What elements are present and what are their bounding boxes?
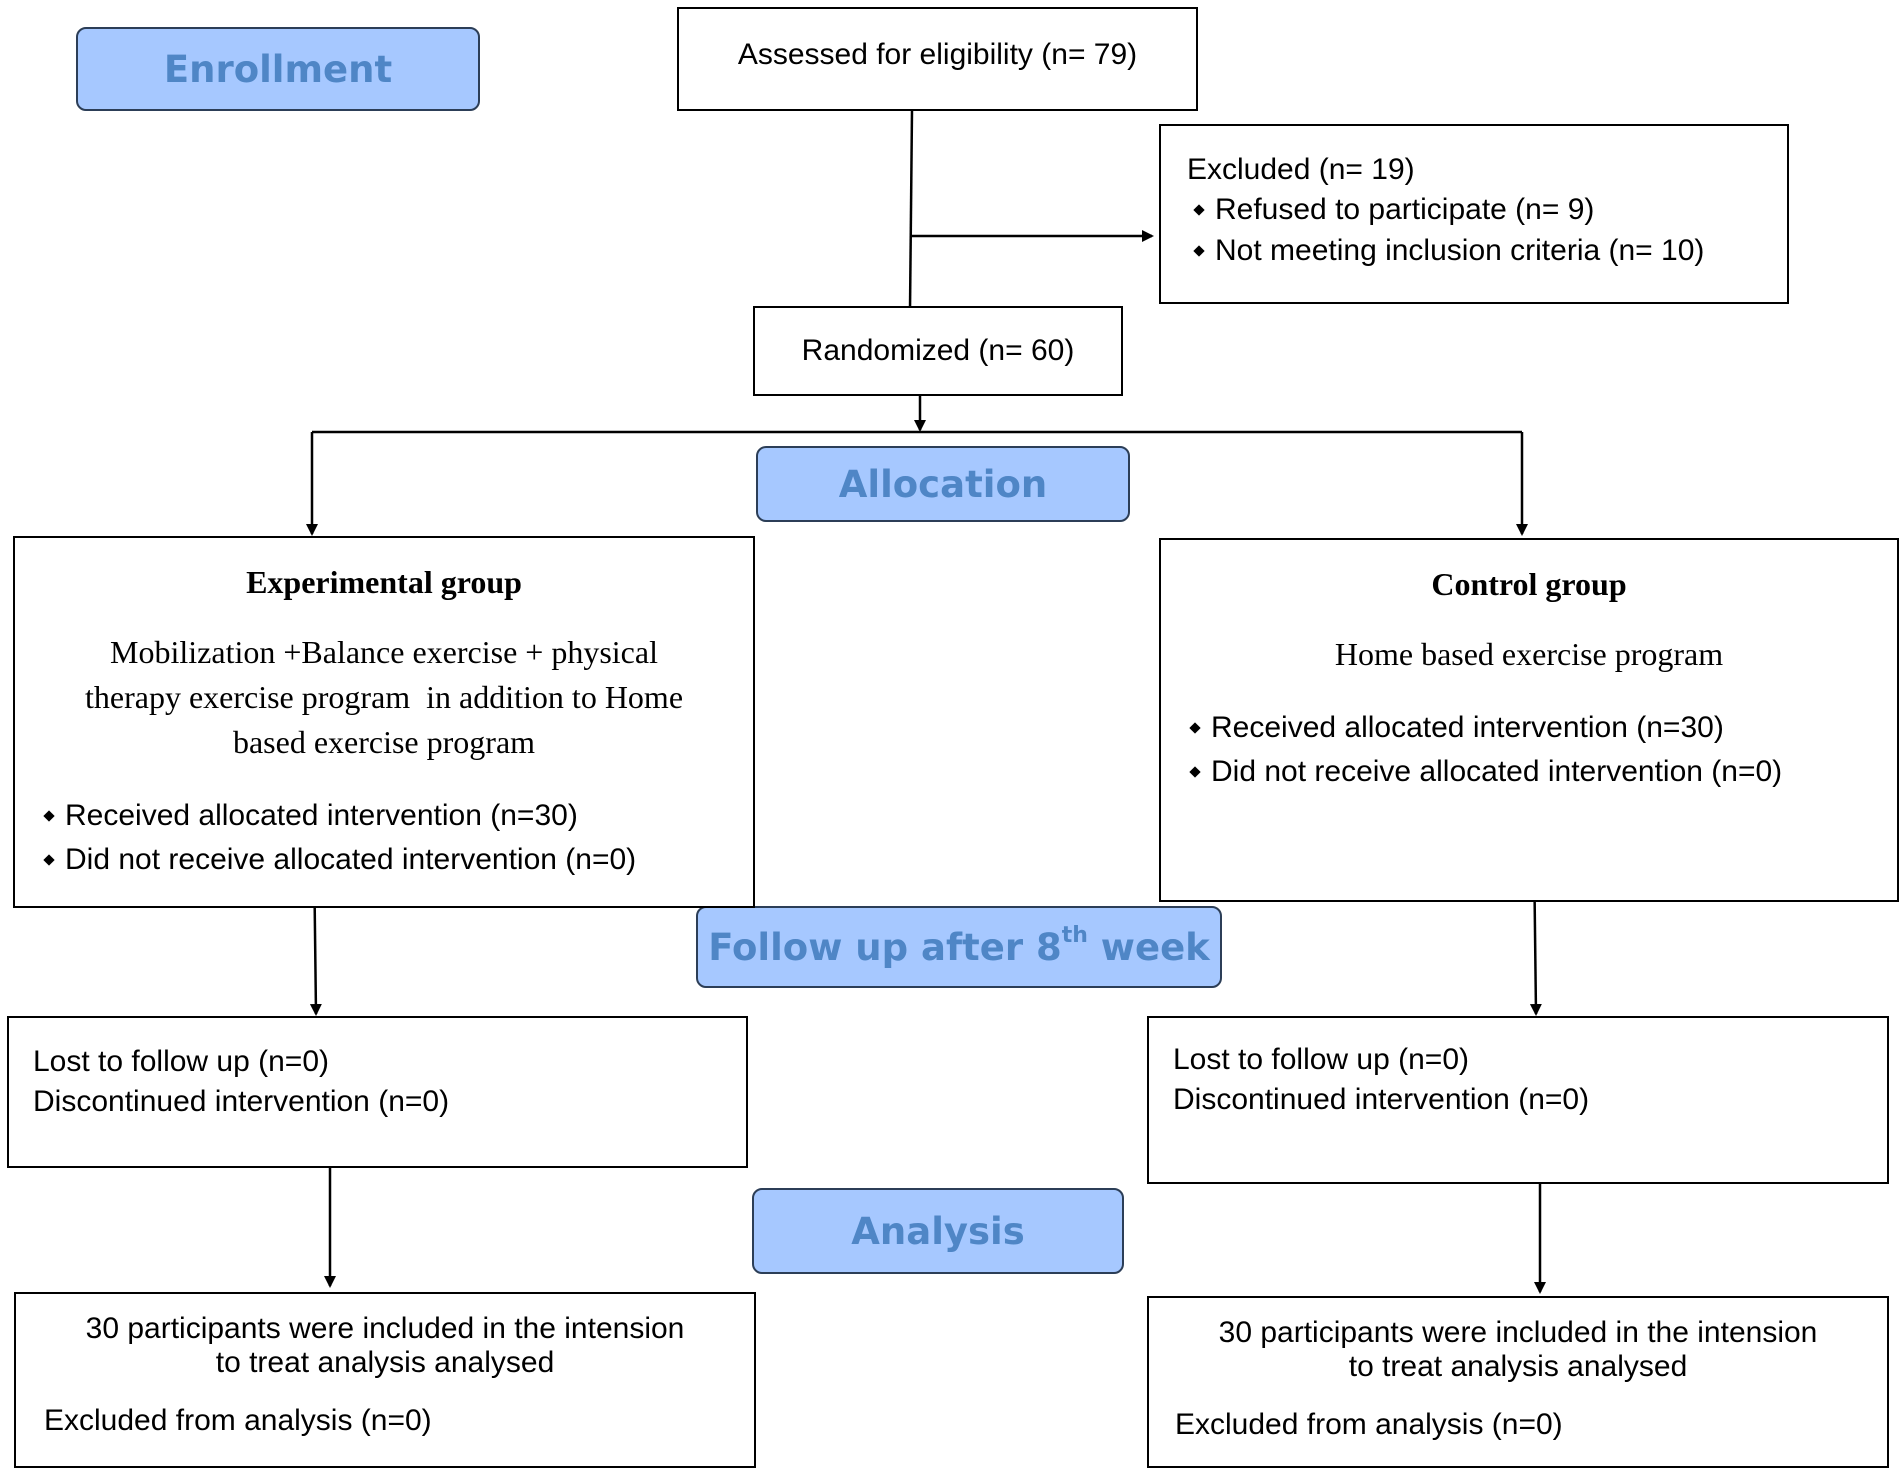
experimental-item: Received allocated intervention (n=30) [43, 798, 578, 834]
stage-followup-main: Follow up after 8 [708, 925, 1062, 969]
followup-left-box: Lost to follow up (n=0) Discontinued int… [7, 1016, 748, 1168]
excluded-box: Excluded (n= 19) Refused to participate … [1159, 124, 1789, 304]
stage-analysis-label: Analysis [851, 1209, 1025, 1253]
followup-right-lost: Lost to follow up (n=0) [1173, 1043, 1470, 1076]
control-item-text: Did not receive allocated intervention (… [1211, 755, 1783, 788]
experimental-title: Experimental group [246, 564, 522, 600]
bullet-icon [1189, 766, 1201, 778]
control-title: Control group [1431, 566, 1627, 602]
control-item: Received allocated intervention (n=30) [1189, 710, 1724, 746]
experimental-item: Did not receive allocated intervention (… [43, 842, 637, 878]
excluded-title: Excluded (n= 19) [1187, 153, 1415, 186]
excluded-item: Not meeting inclusion criteria (n= 10) [1193, 233, 1705, 269]
experimental-item-text: Received allocated intervention (n=30) [65, 799, 578, 832]
analysis-right-line1: 30 participants were included in the int… [1218, 1316, 1818, 1349]
control-item-text: Received allocated intervention (n=30) [1211, 711, 1724, 744]
bullet-icon [43, 810, 55, 822]
followup-right-box: Lost to follow up (n=0) Discontinued int… [1147, 1016, 1889, 1184]
stage-analysis: Analysis [752, 1188, 1124, 1274]
stage-enrollment-label: Enrollment [163, 47, 393, 91]
randomized-box: Randomized (n= 60) [753, 306, 1123, 396]
analysis-left-line2: to treat analysis analysed [215, 1346, 555, 1379]
assessed-text: Assessed for eligibility (n= 79) [737, 38, 1138, 71]
followup-right-discontinued: Discontinued intervention (n=0) [1173, 1083, 1590, 1116]
experimental-desc-line: based exercise program [232, 724, 536, 760]
experimental-desc-line: therapy exercise program in addition to … [84, 679, 684, 715]
stage-enrollment: Enrollment [76, 27, 480, 111]
control-group-box: Control group Home based exercise progra… [1159, 538, 1899, 902]
stage-followup-sup: th [1061, 923, 1088, 949]
bullet-icon [1193, 245, 1205, 257]
experimental-desc-line: Mobilization +Balance exercise + physica… [110, 634, 658, 670]
followup-left-discontinued: Discontinued intervention (n=0) [33, 1085, 450, 1118]
analysis-right-box: 30 participants were included in the int… [1147, 1296, 1889, 1468]
analysis-left-box: 30 participants were included in the int… [14, 1292, 756, 1468]
bullet-icon [43, 854, 55, 866]
stage-followup-tail: week [1087, 925, 1210, 969]
stage-followup: Follow up after 8th week [696, 906, 1222, 988]
excluded-item-text: Refused to participate (n= 9) [1215, 193, 1595, 226]
experimental-item-text: Did not receive allocated intervention (… [65, 843, 637, 876]
stage-followup-label: Follow up after 8th week [708, 923, 1210, 969]
stage-allocation: Allocation [756, 446, 1130, 522]
control-desc: Home based exercise program [1334, 636, 1724, 672]
experimental-group-box: Experimental group Mobilization +Balance… [13, 536, 755, 908]
control-item: Did not receive allocated intervention (… [1189, 754, 1783, 790]
line-assessed-to-randomized [908, 109, 914, 311]
analysis-right-line2: to treat analysis analysed [1348, 1350, 1688, 1383]
analysis-left-excluded: Excluded from analysis (n=0) [44, 1404, 432, 1437]
excluded-item: Refused to participate (n= 9) [1193, 192, 1595, 228]
assessed-box: Assessed for eligibility (n= 79) [677, 7, 1198, 111]
bullet-icon [1189, 722, 1201, 734]
analysis-left-line1: 30 participants were included in the int… [85, 1312, 685, 1345]
analysis-right-excluded: Excluded from analysis (n=0) [1175, 1408, 1563, 1441]
excluded-item-text: Not meeting inclusion criteria (n= 10) [1215, 234, 1705, 267]
stage-allocation-label: Allocation [838, 462, 1048, 506]
bullet-icon [1193, 204, 1205, 216]
randomized-text: Randomized (n= 60) [801, 334, 1075, 367]
followup-left-lost: Lost to follow up (n=0) [33, 1045, 330, 1078]
